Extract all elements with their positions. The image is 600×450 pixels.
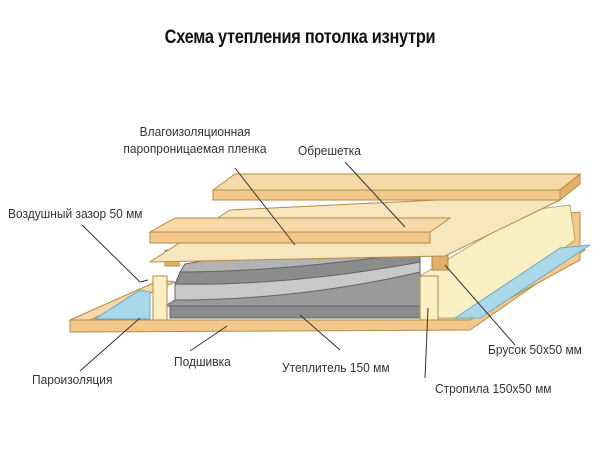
label-vapor-barrier: Пароизоляция [32,372,113,387]
diagram-title: Схема утепления потолка изнутри [164,27,436,48]
label-membrane-line1: Влагоизоляционная [139,124,251,139]
leader-lines [79,161,516,379]
label-rafters: Стропила 150х50 мм [435,381,552,396]
batten-upper [211,172,582,202]
label-air-gap: Воздушный зазор 50 мм [8,206,143,221]
label-bar: Брусок 50х50 мм [488,342,582,357]
label-battens: Обрешетка [298,143,361,158]
label-membrane-line2: паропроницаемая пленка [123,141,267,156]
label-insulation: Утеплитель 150 мм [282,360,390,375]
batten-lower [148,217,452,244]
label-lining: Подшивка [174,354,231,369]
